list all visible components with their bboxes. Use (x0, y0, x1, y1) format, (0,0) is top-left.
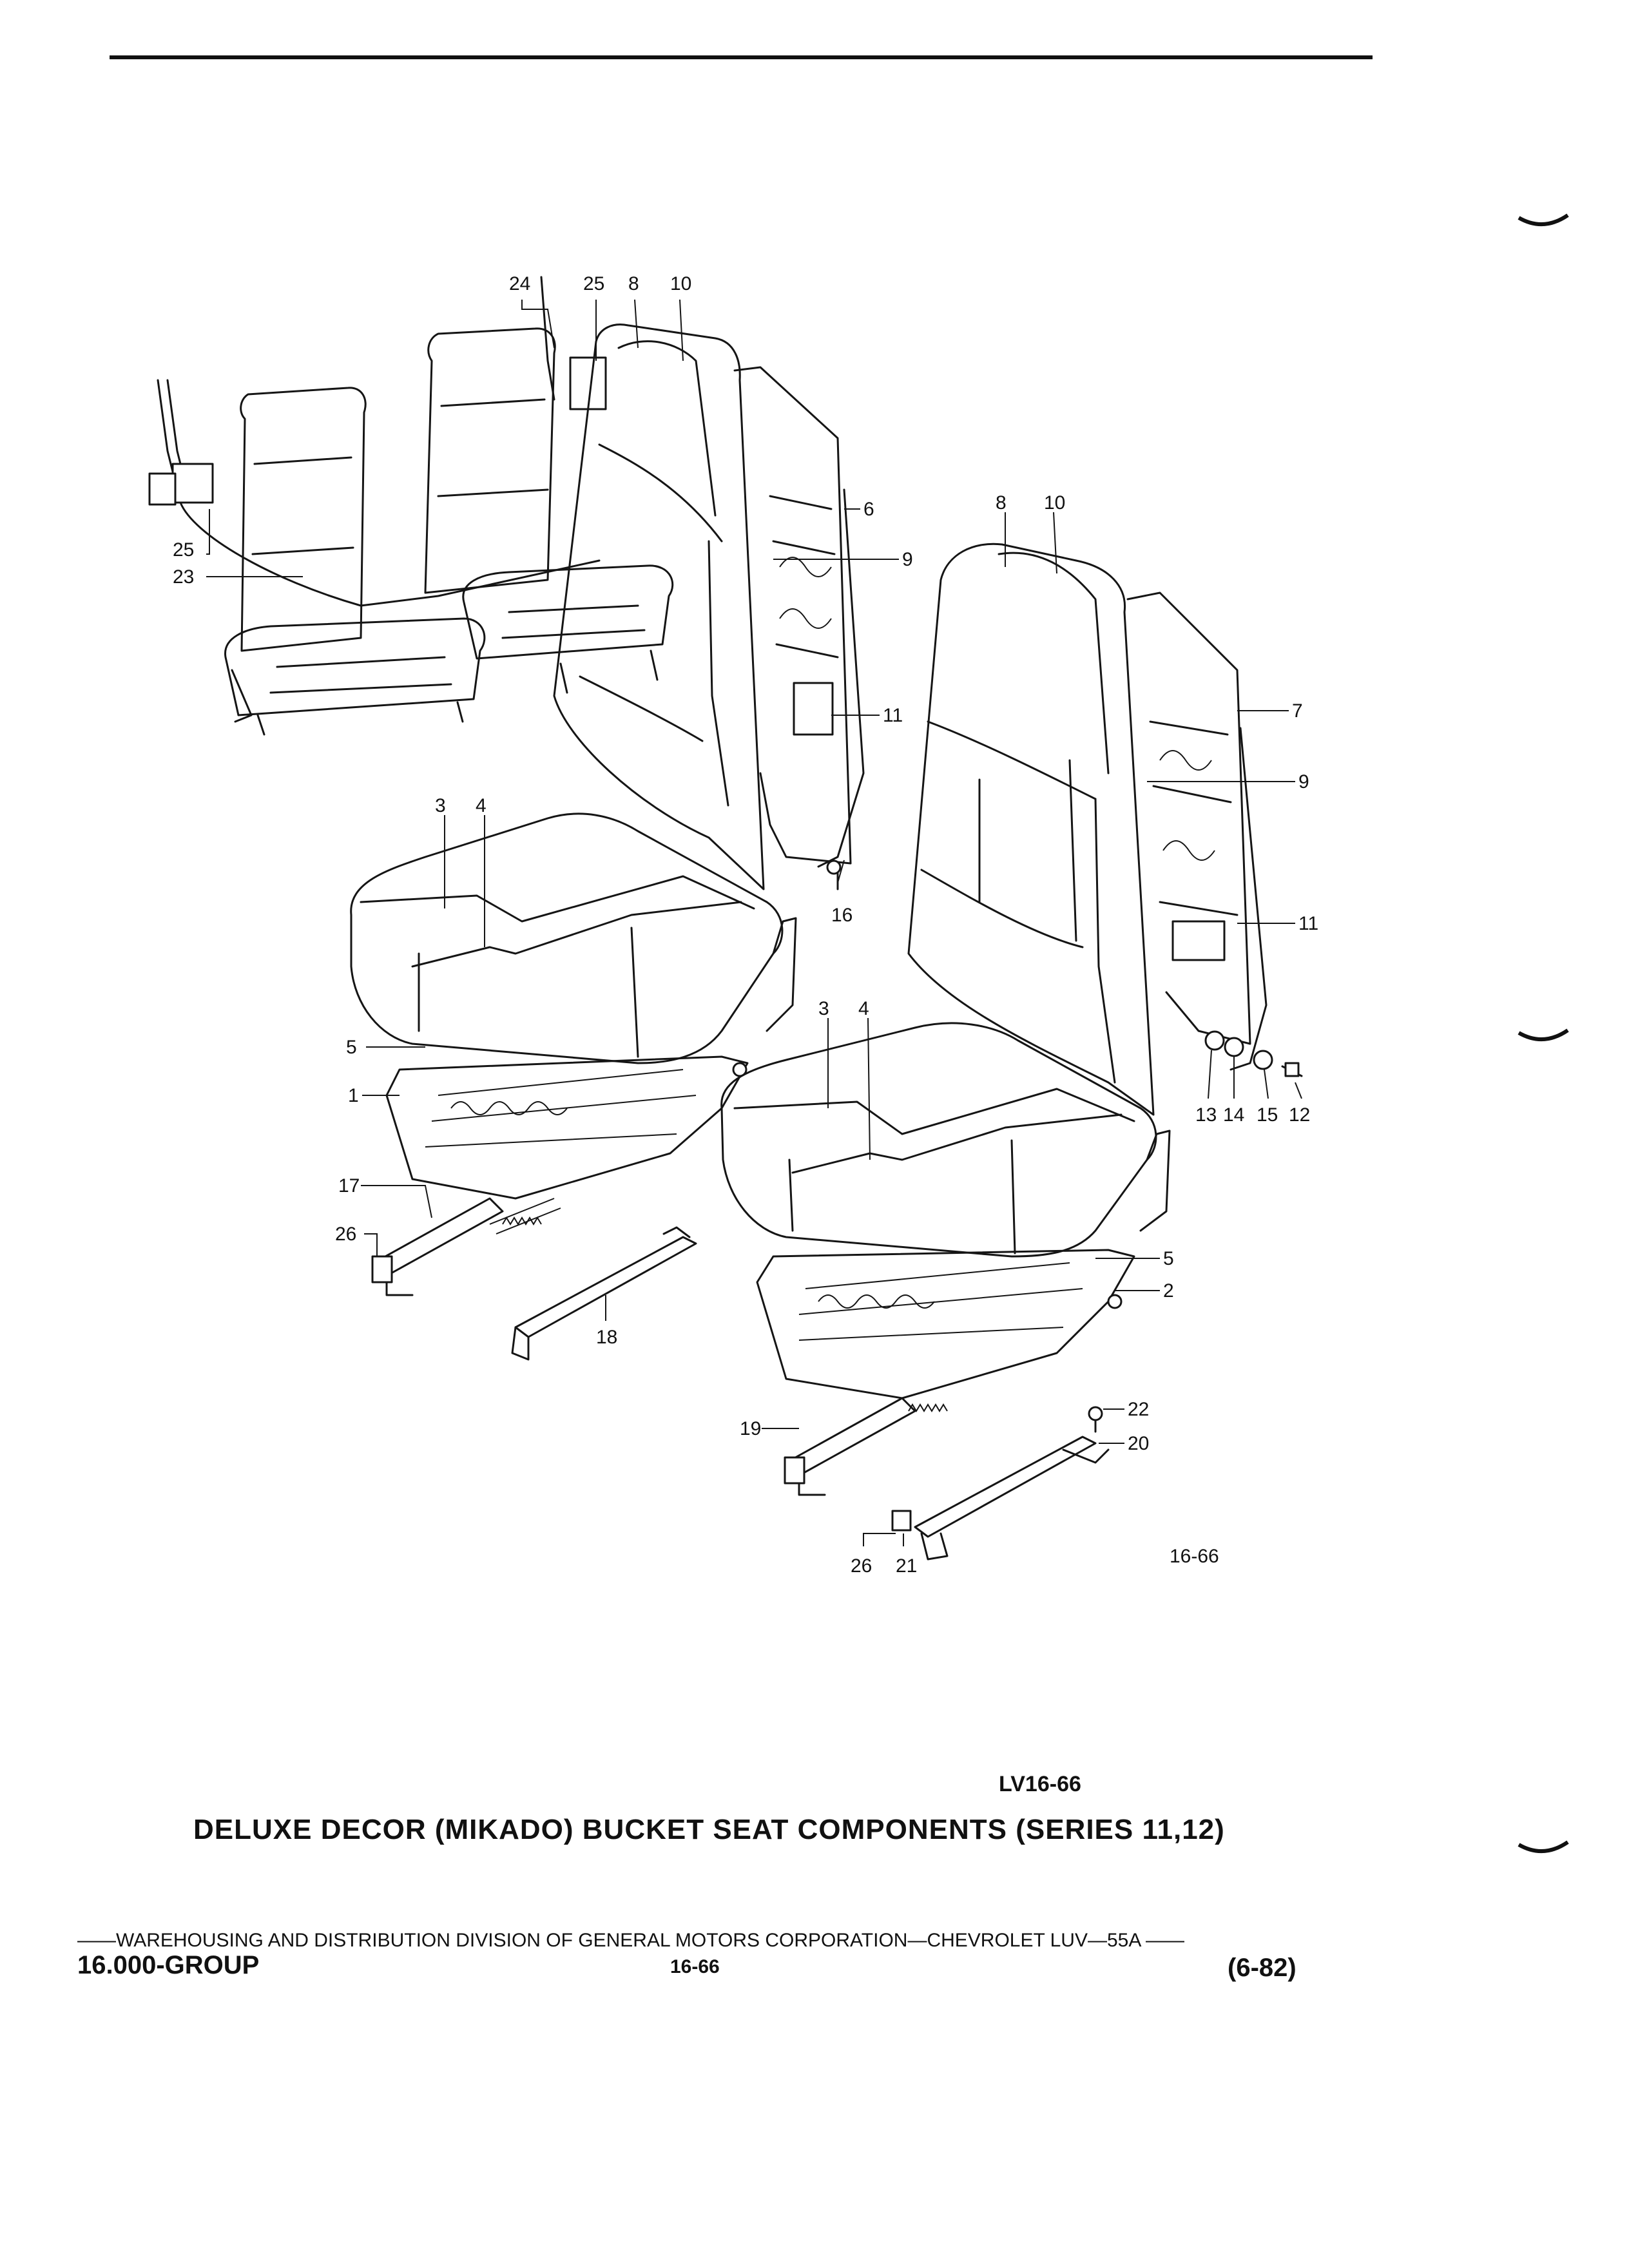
footer-date: (6-82) (1228, 1954, 1296, 1982)
seat-back-upper (553, 323, 765, 890)
callout-8: 8 (628, 273, 639, 294)
callout-5: 5 (1163, 1248, 1174, 1269)
callout-8: 8 (996, 492, 1007, 514)
callout-15: 15 (1257, 1104, 1278, 1126)
callout-14: 14 (1223, 1104, 1244, 1126)
callout-22: 22 (1128, 1399, 1149, 1420)
footer-group: 16.000-GROUP (77, 1951, 260, 1979)
callout-18: 18 (596, 1327, 617, 1348)
callout-6: 6 (863, 499, 874, 520)
callout-19: 19 (740, 1418, 761, 1439)
callout-26: 26 (851, 1555, 872, 1577)
callout-23: 23 (173, 566, 194, 588)
callout-5: 5 (346, 1037, 357, 1058)
callout-2: 2 (1163, 1280, 1174, 1302)
assembled-seat-right (424, 327, 674, 694)
seat-adjuster-upper (371, 1197, 561, 1296)
callout-25: 25 (583, 273, 604, 294)
seat-base-frame-upper (385, 1055, 749, 1200)
callout-7: 7 (1292, 700, 1303, 722)
callout-10: 10 (670, 273, 691, 294)
seat-cushion-lower (720, 1022, 1171, 1258)
callout-3: 3 (435, 795, 446, 816)
callout-4: 4 (858, 998, 869, 1019)
washer-stack (1204, 1030, 1303, 1077)
slide-rail-lower (891, 1406, 1110, 1561)
seat-back-frame-upper (733, 366, 865, 890)
callout-10: 10 (1044, 492, 1065, 514)
callout-9: 9 (1298, 771, 1309, 793)
binding-mark (1518, 1028, 1569, 1041)
callout-26: 26 (335, 1224, 356, 1245)
callout-11: 11 (1298, 913, 1318, 934)
seat-back-lower (907, 543, 1155, 1116)
callout-1: 1 (348, 1085, 359, 1106)
binding-mark (1518, 1840, 1569, 1853)
callout-3: 3 (818, 998, 829, 1019)
callout-4: 4 (476, 795, 487, 816)
seat-belt-assembly (148, 276, 607, 723)
callout-17: 17 (338, 1175, 360, 1196)
callout-25: 25 (173, 539, 194, 561)
assembled-seat-left (224, 387, 486, 736)
seat-adjuster-lower (784, 1397, 948, 1496)
caption-code: LV16-66 (999, 1772, 1081, 1796)
callout-11: 11 (883, 705, 903, 726)
callout-9: 9 (902, 549, 913, 570)
callout-labels: 24 25 8 10 25 23 6 9 11 8 10 7 9 11 3 4 … (173, 273, 1318, 1577)
caption-title: DELUXE DECOR (MIKADO) BUCKET SEAT COMPON… (193, 1814, 1225, 1845)
seat-base-frame-lower (756, 1249, 1135, 1399)
binding-mark (1518, 213, 1569, 226)
callout-16: 16 (831, 905, 853, 926)
figure-code: 16-66 (1170, 1546, 1219, 1567)
leader-lines (206, 299, 1302, 1546)
seat-exploded-diagram: 24 25 8 10 25 23 6 9 11 8 10 7 9 11 3 4 … (148, 273, 1318, 1577)
callout-13: 13 (1195, 1104, 1217, 1126)
callout-20: 20 (1128, 1433, 1149, 1454)
header-rule (110, 55, 1373, 59)
footer-publisher-line: ——WAREHOUSING AND DISTRIBUTION DIVISION … (77, 1930, 1185, 1951)
callout-24: 24 (509, 273, 530, 294)
callout-21: 21 (896, 1555, 917, 1577)
slide-rail-upper (511, 1226, 697, 1361)
footer-page-number: 16-66 (670, 1956, 720, 1977)
seat-back-frame-lower (1126, 591, 1268, 1071)
seat-cushion-upper (350, 812, 797, 1064)
callout-12: 12 (1289, 1104, 1310, 1126)
